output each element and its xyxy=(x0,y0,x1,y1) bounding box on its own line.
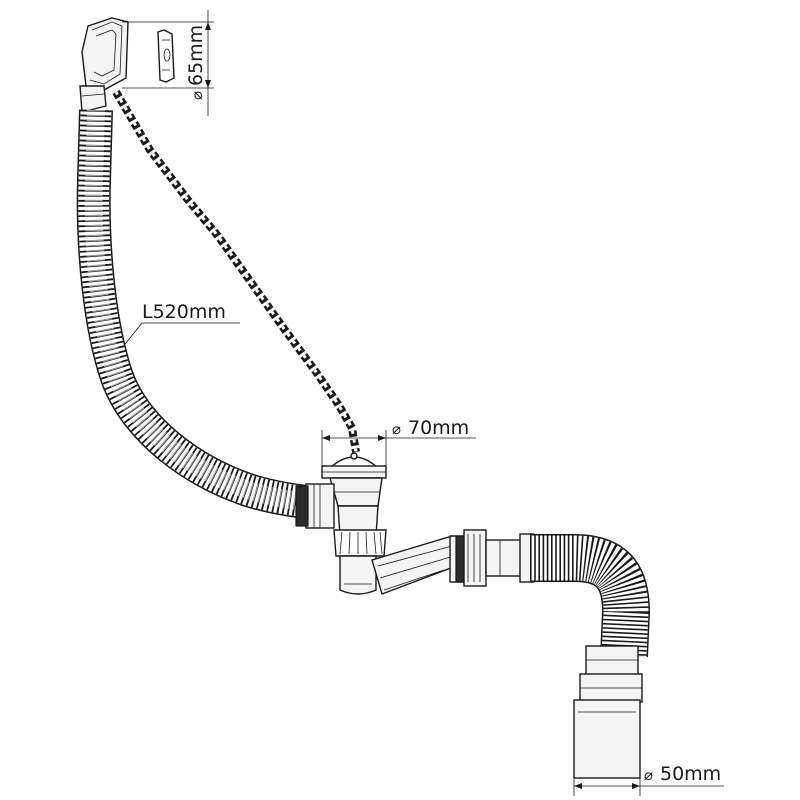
overflow-cover-profile xyxy=(157,29,175,83)
overflow-head xyxy=(79,17,129,113)
waste-body xyxy=(295,452,457,595)
plug-diameter-symbol: ⌀ xyxy=(392,420,401,438)
plug-diameter-label: 70mm xyxy=(408,417,469,439)
overflow-diameter-symbol: ⌀ xyxy=(188,91,206,100)
outlet-diameter-symbol: ⌀ xyxy=(644,766,653,784)
flexible-hose xyxy=(76,109,309,519)
plug-chain xyxy=(112,89,360,453)
overflow-diameter-dimension: ⌀ 65mm xyxy=(122,10,214,116)
outlet-spigot xyxy=(573,645,643,779)
outlet-diameter-dimension: ⌀ 50mm xyxy=(573,763,724,796)
hose-length-label: L520mm xyxy=(142,301,226,323)
plug-diameter-dimension: ⌀ 70mm xyxy=(321,417,476,468)
outlet-diameter-label: 50mm xyxy=(660,763,721,785)
corrugated-outlet-hose xyxy=(530,534,651,658)
hose-length-dimension: L520mm xyxy=(121,301,240,349)
overflow-diameter-label: 65mm xyxy=(185,25,207,86)
outlet-connector xyxy=(449,529,535,587)
